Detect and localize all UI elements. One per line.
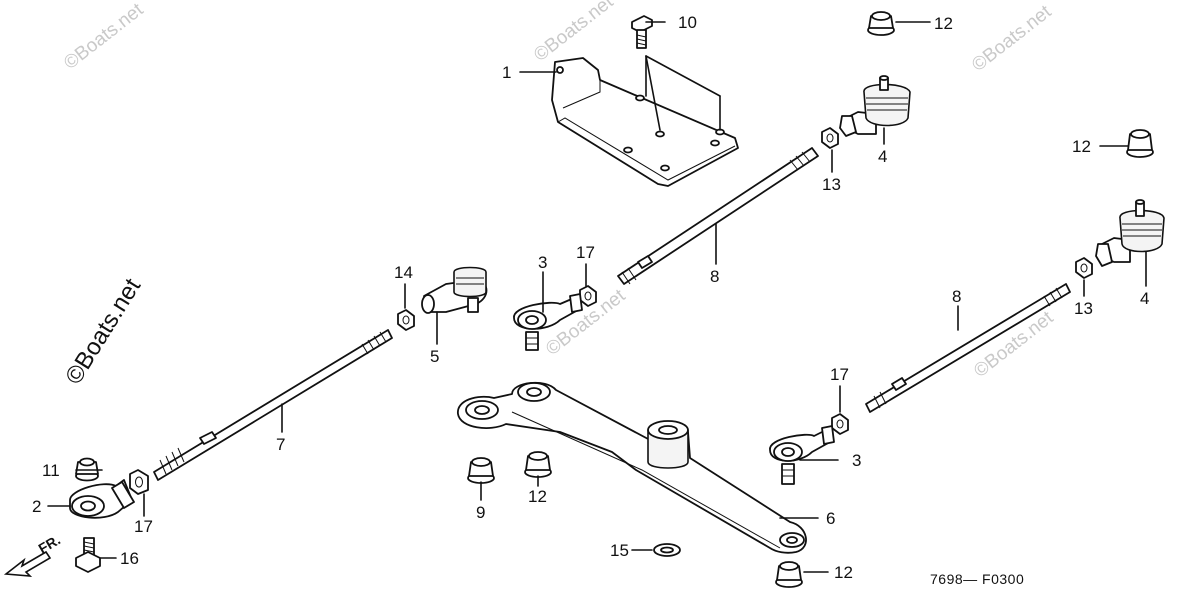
part-rod-end-2[interactable]: [69, 479, 135, 519]
part-nut-13-right[interactable]: [1075, 257, 1093, 279]
callout-2[interactable]: 2: [32, 497, 41, 516]
callout-5[interactable]: 5: [430, 347, 439, 366]
part-nut-17-mid[interactable]: [579, 285, 597, 307]
watermark-text-dark: ©Boats.net: [60, 274, 146, 390]
part-ball-joint-4-top[interactable]: [839, 75, 911, 137]
watermark-text: ©Boats.net: [968, 1, 1056, 76]
part-nut-17-right[interactable]: [831, 413, 849, 435]
callout-4-top[interactable]: 4: [878, 147, 887, 166]
callout-10[interactable]: 10: [678, 13, 697, 32]
part-nut-17-left[interactable]: [129, 469, 149, 495]
watermark-text: ©Boats.net: [530, 0, 618, 66]
part-rod-end-3-right[interactable]: [769, 425, 835, 485]
callout-16[interactable]: 16: [120, 549, 139, 568]
callout-6[interactable]: 6: [826, 509, 835, 528]
part-nut-9[interactable]: [467, 457, 495, 484]
arrow-icon: [3, 550, 52, 577]
front-direction-indicator: FR.: [3, 531, 64, 577]
callout-8-upper[interactable]: 8: [710, 267, 719, 286]
part-nut-11[interactable]: [75, 457, 99, 482]
callout-13-top[interactable]: 13: [822, 175, 841, 194]
callouts: 1 2 3 3 4 4 5 6 7 8 8 9 10 11 12 12 12 1…: [32, 13, 1149, 582]
diagram-code: 7698— F0300: [930, 571, 1024, 587]
part-rod-end-3-mid[interactable]: [513, 293, 583, 351]
part-bolt-16[interactable]: [75, 537, 101, 573]
part-bolt-10[interactable]: [631, 15, 653, 49]
part-flange-nut-12-bottom[interactable]: [775, 561, 803, 588]
callout-7[interactable]: 7: [276, 435, 285, 454]
part-bracket-plate[interactable]: [551, 57, 739, 187]
callout-12-top[interactable]: 12: [934, 14, 953, 33]
callout-1[interactable]: 1: [502, 63, 511, 82]
callout-4-right[interactable]: 4: [1140, 289, 1149, 308]
part-washer-15[interactable]: [653, 543, 681, 557]
part-nut-13-top[interactable]: [821, 127, 839, 149]
callout-13-right[interactable]: 13: [1074, 299, 1093, 318]
leader-lines: [47, 21, 1147, 573]
callout-11[interactable]: 11: [42, 461, 60, 480]
part-rod-end-5[interactable]: [421, 266, 488, 314]
part-nut-14[interactable]: [397, 309, 415, 331]
callout-3-mid[interactable]: 3: [538, 253, 547, 272]
part-flange-nut-12-mid[interactable]: [524, 451, 552, 478]
watermarks: ©Boats.net ©Boats.net ©Boats.net ©Boats.…: [60, 0, 1058, 389]
callout-15[interactable]: 15: [610, 541, 629, 560]
watermark-text: ©Boats.net: [60, 0, 148, 74]
callout-12-mid[interactable]: 12: [528, 487, 547, 506]
part-steering-arm-6[interactable]: [457, 381, 807, 554]
part-flange-nut-12-top[interactable]: [867, 11, 895, 36]
callout-8-lower[interactable]: 8: [952, 287, 961, 306]
part-ball-joint-4-right[interactable]: [1095, 199, 1165, 267]
callout-17-right[interactable]: 17: [830, 365, 849, 384]
part-tie-rod-8-lower[interactable]: [865, 283, 1071, 413]
callout-12-bottom[interactable]: 12: [834, 563, 853, 582]
callout-17-left[interactable]: 17: [134, 517, 153, 536]
callout-12-right[interactable]: 12: [1072, 137, 1091, 156]
callout-3-right[interactable]: 3: [852, 451, 861, 470]
callout-9[interactable]: 9: [476, 503, 485, 522]
callout-17-mid[interactable]: 17: [576, 243, 595, 262]
part-tie-rod-8-upper[interactable]: [617, 147, 819, 285]
part-flange-nut-12-right[interactable]: [1126, 129, 1154, 158]
direction-label: FR.: [36, 531, 64, 556]
callout-14[interactable]: 14: [394, 263, 413, 282]
part-tie-rod-7[interactable]: [153, 329, 393, 481]
